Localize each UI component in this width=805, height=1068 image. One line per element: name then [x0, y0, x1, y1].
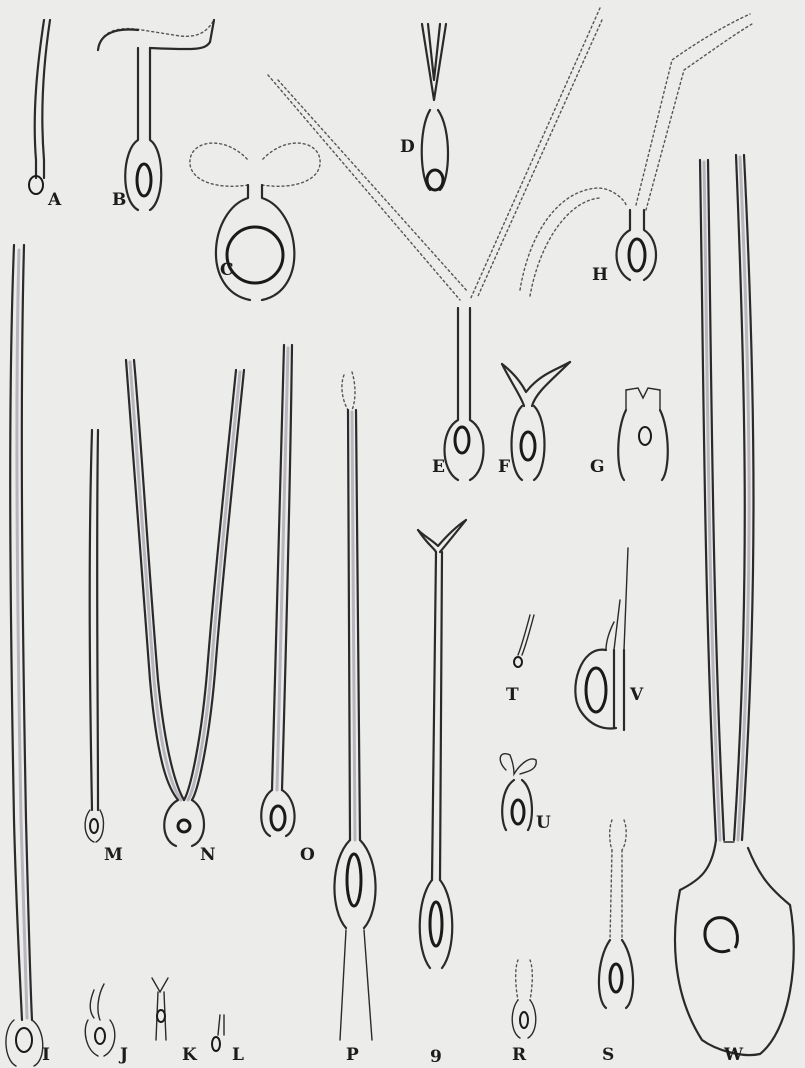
label-q: 9 — [430, 1047, 442, 1067]
label-n: N — [200, 845, 216, 865]
label-p: P — [346, 1045, 359, 1065]
label-v: V — [629, 685, 644, 705]
label-k: K — [182, 1045, 198, 1065]
label-l: L — [232, 1045, 244, 1065]
label-u: U — [536, 813, 551, 833]
label-c: C — [220, 260, 234, 280]
label-h: H — [592, 265, 608, 285]
label-e: E — [432, 457, 445, 477]
label-a: A — [47, 190, 62, 210]
label-j: J — [118, 1045, 128, 1065]
label-d: D — [400, 137, 415, 157]
label-m: M — [104, 845, 123, 865]
label-t: T — [506, 685, 519, 705]
label-s: S — [602, 1045, 614, 1065]
label-f: F — [498, 457, 510, 477]
label-r: R — [512, 1045, 527, 1065]
label-i: I — [42, 1045, 50, 1065]
label-w: W — [723, 1045, 744, 1065]
label-g: G — [590, 457, 605, 477]
label-o: O — [300, 845, 315, 865]
label-b: B — [112, 190, 126, 210]
